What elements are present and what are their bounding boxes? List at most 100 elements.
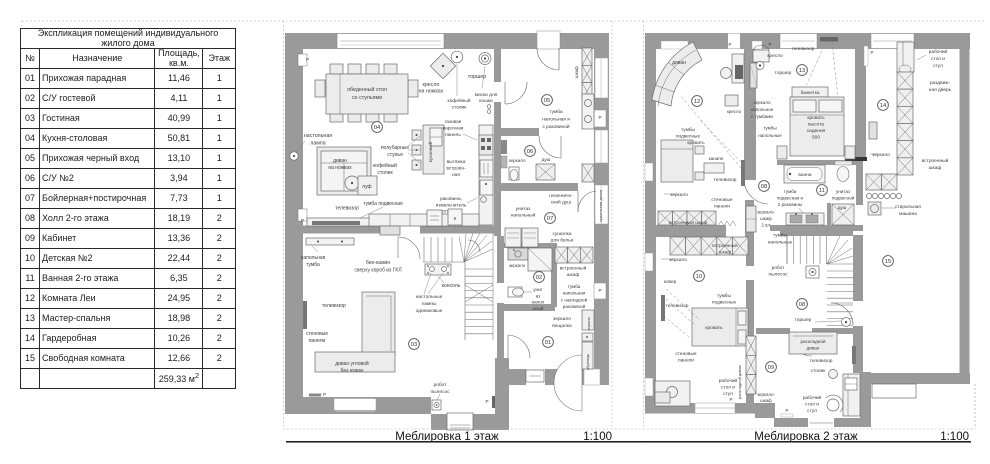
svg-text:напол: напол <box>532 300 545 305</box>
svg-text:стол и: стол и <box>805 403 819 408</box>
svg-text:зеркало: зеркало <box>753 100 771 105</box>
svg-text:подвесная и: подвесная и <box>777 195 804 200</box>
svg-text:раковина,: раковина, <box>440 197 462 202</box>
svg-text:стол и: стол и <box>721 386 735 391</box>
svg-text:телевизор: телевизор <box>792 47 815 52</box>
svg-text:гигиениче-: гигиениче- <box>549 194 573 199</box>
svg-text:Р: Р <box>323 392 326 397</box>
svg-text:ковер: ковер <box>664 280 677 285</box>
svg-text:стеновые: стеновые <box>306 331 328 337</box>
svg-text:робот: робот <box>434 382 448 388</box>
svg-text:настольная: настольная <box>304 133 332 139</box>
svg-text:диван: диван <box>333 158 347 164</box>
svg-text:стол и: стол и <box>931 57 945 62</box>
svg-text:кресло: кресло <box>767 54 783 59</box>
svg-text:газовая: газовая <box>445 120 462 125</box>
svg-text:для белья: для белья <box>551 238 574 244</box>
svg-text:тумбы: тумбы <box>717 293 732 299</box>
svg-text:вещалка: вещалка <box>552 324 572 329</box>
svg-text:тумба: тумба <box>784 189 797 194</box>
svg-text:кровать: кровать <box>705 326 723 331</box>
svg-text:кофейный: кофейный <box>373 162 397 169</box>
svg-text:шкаф: шкаф <box>760 216 772 221</box>
svg-text:1:100: 1:100 <box>583 431 612 443</box>
svg-text:1:100: 1:100 <box>940 431 969 443</box>
svg-text:Р: Р <box>301 218 304 223</box>
svg-text:телевизор: телевизор <box>335 206 359 212</box>
svg-text:панель: панель <box>445 133 461 138</box>
svg-text:миски для: миски для <box>475 93 498 98</box>
svg-text:зеркало: зеркало <box>587 317 591 330</box>
svg-text:с накладной: с накладной <box>561 296 588 302</box>
svg-text:панели: панели <box>309 338 326 344</box>
svg-text:с раковиной: с раковиной <box>542 123 569 130</box>
svg-text:раскладной: раскладной <box>800 338 825 344</box>
svg-text:торшер: торшер <box>795 318 812 323</box>
svg-text:напольные: напольные <box>768 241 793 246</box>
svg-text:ная дверь: ная дверь <box>929 88 952 93</box>
svg-text:робот: робот <box>772 265 786 271</box>
svg-text:без ножек: без ножек <box>341 368 365 374</box>
svg-text:рабочий: рабочий <box>803 394 822 401</box>
svg-text:столик: столик <box>811 369 827 374</box>
svg-text:аз: аз <box>536 293 541 298</box>
svg-text:14: 14 <box>880 103 887 109</box>
svg-text:пылесос: пылесос <box>430 390 450 395</box>
svg-text:15: 15 <box>885 259 891 265</box>
svg-text:телевизор: телевизор <box>810 359 833 364</box>
svg-text:кухонный: кухонный <box>427 142 433 163</box>
svg-text:тумба: тумба <box>549 109 562 115</box>
svg-text:тумба подвесная: тумба подвесная <box>363 201 403 207</box>
svg-text:11: 11 <box>819 188 825 194</box>
svg-text:рабочий: рабочий <box>929 48 948 55</box>
svg-text:душ: душ <box>542 157 551 162</box>
svg-text:зеркало: зеркало <box>872 153 890 158</box>
svg-text:зеркало: зеркало <box>669 258 687 263</box>
svg-text:Меблировка 1 этаж: Меблировка 1 этаж <box>395 431 499 443</box>
svg-text:встроен-: встроен- <box>446 167 466 172</box>
svg-text:тумбы: тумбы <box>763 126 776 131</box>
svg-text:12: 12 <box>694 99 700 105</box>
svg-text:напольная я: напольная я <box>542 118 570 123</box>
svg-text:обувница: обувница <box>586 354 590 370</box>
svg-text:с тумбами: с тумбами <box>751 114 773 119</box>
svg-text:диван угловой: диван угловой <box>335 360 369 367</box>
svg-text:зеркало-: зеркало- <box>757 210 775 215</box>
svg-text:лампы: лампы <box>422 302 437 307</box>
svg-text:500: 500 <box>812 135 820 141</box>
svg-text:подвесные: подвесные <box>676 135 701 140</box>
svg-text:К: К <box>454 216 457 221</box>
svg-text:шкаф: шкаф <box>760 398 772 403</box>
svg-text:напольный: напольный <box>511 212 536 219</box>
svg-text:раздвиж-: раздвиж- <box>930 81 951 86</box>
svg-text:Р: Р <box>306 57 309 62</box>
svg-text:тумбы: тумбы <box>773 233 788 239</box>
svg-text:01: 01 <box>545 340 551 346</box>
svg-text:унит: унит <box>533 287 543 292</box>
svg-text:варочная: варочная <box>443 127 464 132</box>
svg-text:09: 09 <box>768 365 774 371</box>
svg-text:ьный: ьный <box>533 305 544 311</box>
svg-text:стул: стул <box>807 409 817 414</box>
svg-text:настольные: настольные <box>416 295 443 300</box>
svg-text:кофейный: кофейный <box>448 97 471 104</box>
svg-text:био-камин: био-камин <box>366 260 390 266</box>
svg-text:одинаковые: одинаковые <box>416 309 443 314</box>
svg-text:стулья: стулья <box>387 152 403 158</box>
svg-text:торшер: торшер <box>775 71 792 76</box>
svg-text:душ: душ <box>838 205 847 210</box>
svg-text:унитаз: унитаз <box>836 189 850 194</box>
svg-text:сушильная доска: сушильная доска <box>598 189 603 222</box>
svg-text:подвесной: подвесной <box>832 195 855 201</box>
svg-text:вытяжка: вытяжка <box>447 160 466 165</box>
svg-text:Меблировка 2 этаж: Меблировка 2 этаж <box>754 431 858 443</box>
svg-text:03: 03 <box>411 342 417 348</box>
svg-text:раковиной: раковиной <box>563 303 586 309</box>
svg-text:2 раковины: 2 раковины <box>778 202 802 207</box>
svg-text:торшер: торшер <box>468 74 486 80</box>
svg-text:Р: Р <box>871 50 874 55</box>
svg-text:стул: стул <box>723 392 733 397</box>
svg-text:телевизор: телевизор <box>322 303 346 309</box>
svg-text:сверху короб из ГКЛ: сверху короб из ГКЛ <box>354 268 401 274</box>
svg-text:стиральная: стиральная <box>895 205 921 210</box>
